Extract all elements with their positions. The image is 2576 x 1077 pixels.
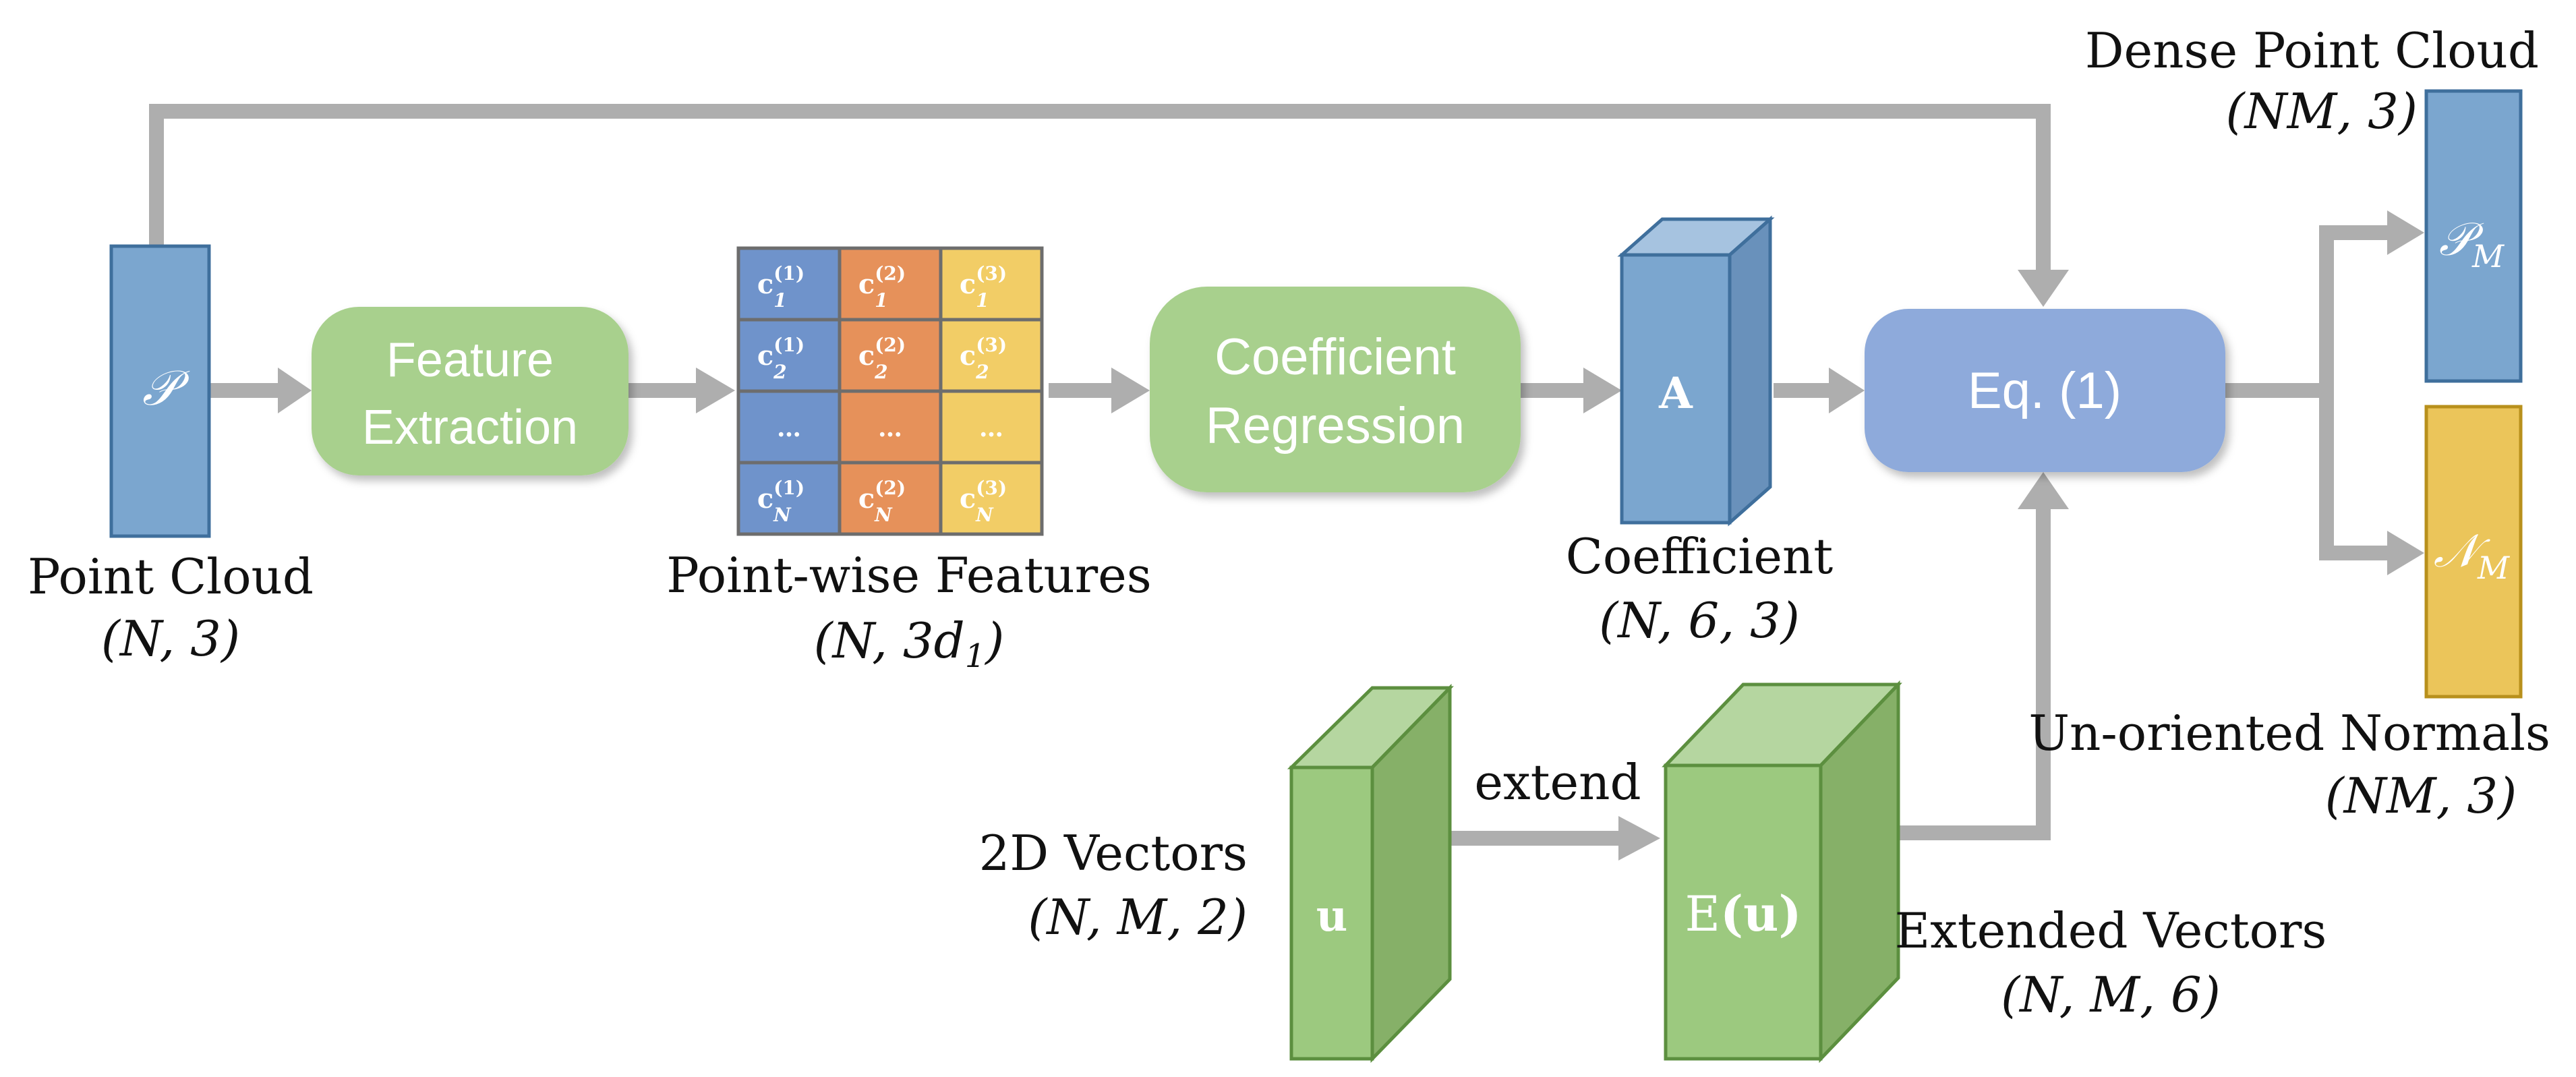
unoriented-normals-label: Un-oriented Normals xyxy=(2028,705,2550,761)
coefficient-block: A xyxy=(1617,215,1775,527)
unoriented-normals-dim: (NM, 3) xyxy=(2325,767,2517,824)
feature-cell xyxy=(838,318,943,393)
unoriented-normals-symbol: 𝒩M xyxy=(2434,525,2511,586)
extended-vectors-label: Extended Vectors xyxy=(1895,902,2327,959)
arrow-fe-to-features xyxy=(627,383,701,398)
branch-to-nm xyxy=(2319,390,2407,560)
coefficient-label: Coefficient xyxy=(1566,528,1834,585)
dense-point-cloud-block: 𝒫M xyxy=(2424,89,2523,383)
bypass-arrowhead xyxy=(2018,270,2069,307)
arrowhead-to-pm xyxy=(2387,210,2424,255)
equation-label: Eq. (1) xyxy=(1968,362,2121,419)
arrow-u-to-eu xyxy=(1450,831,1625,846)
vectors-2d-dim: (N, M, 2) xyxy=(1028,889,1248,945)
feature-cell xyxy=(736,318,842,393)
coefficient-regression-box xyxy=(1150,287,1521,492)
coefficient-regression-line2: Regression xyxy=(1206,397,1465,455)
line-eu-to-eq xyxy=(1892,499,2051,840)
feature-cell-label: c(3)2 xyxy=(960,334,1007,383)
feature-cell-label: c(1)1 xyxy=(757,262,804,312)
point-cloud-block: 𝒫 xyxy=(109,244,211,538)
extended-vectors-dim: (N, M, 6) xyxy=(2001,966,2221,1023)
vectors-2d-symbol: u xyxy=(1316,891,1348,941)
extended-vectors-symbol: E(u) xyxy=(1685,885,1801,942)
feature-cell-label: … xyxy=(878,414,902,442)
arrow-a-to-eq xyxy=(1774,383,1834,398)
arrow-p-to-fe xyxy=(209,383,283,398)
dense-point-cloud-label: Dense Point Cloud xyxy=(2085,22,2539,79)
coefficient-dim: (N, 6, 3) xyxy=(1599,592,1800,649)
feature-cell xyxy=(939,246,1044,322)
feature-extraction-line1: Feature xyxy=(386,333,554,387)
arrowhead-cr-to-a xyxy=(1583,368,1622,413)
arrowhead-u-to-eu xyxy=(1618,816,1660,861)
point-wise-features-dim: (N, 3d1) xyxy=(814,612,1005,675)
dense-point-cloud-dim: (NM, 3) xyxy=(2226,83,2418,140)
coefficient-regression-line1: Coefficient xyxy=(1214,328,1456,386)
feature-cell xyxy=(939,318,1044,393)
feature-extraction-line2: Extraction xyxy=(362,401,578,455)
feature-cell-label: … xyxy=(777,414,801,442)
arrowhead-to-nm xyxy=(2387,531,2424,575)
arrowhead-fe-to-features xyxy=(696,368,735,413)
feature-cell-label: c(2)N xyxy=(858,477,906,526)
feature-cell-label: c(1)N xyxy=(757,477,804,526)
feature-cell-label: c(3)1 xyxy=(960,262,1007,312)
point-cloud-label: Point Cloud xyxy=(28,548,314,605)
feature-cell xyxy=(838,461,943,536)
feature-grid: c(1)1 c(2)1 c(3)1 c(1)2 c(2)2 c(3)2 … … … c(1)N c(… xyxy=(736,246,1044,536)
arrow-features-to-cr xyxy=(1049,383,1116,398)
feature-cell-label: … xyxy=(979,414,1003,442)
vectors-2d-block: u xyxy=(1287,683,1454,1064)
dense-point-cloud-symbol: 𝒫M xyxy=(2439,213,2505,274)
connectors xyxy=(149,104,2424,861)
feature-cell-label: c(2)2 xyxy=(858,334,906,383)
vectors-2d-label: 2D Vectors xyxy=(979,825,1248,881)
extended-vectors-block: E(u) xyxy=(1662,680,1902,1064)
point-wise-features-label: Point-wise Features xyxy=(666,547,1151,604)
arrowhead-a-to-eq xyxy=(1829,368,1865,413)
feature-cell xyxy=(838,246,943,322)
point-cloud-dim: (N, 3) xyxy=(101,610,240,667)
feature-cell-label: c(1)2 xyxy=(757,334,804,383)
feature-cell xyxy=(939,461,1044,536)
feature-cell-label: c(2)1 xyxy=(858,262,906,312)
arrow-eq-out xyxy=(2225,383,2326,398)
arrow-cr-to-a xyxy=(1521,383,1588,398)
equation-box xyxy=(1865,309,2225,472)
extend-label: extend xyxy=(1474,754,1641,811)
branch-to-pm xyxy=(2319,225,2407,390)
feature-cell-label: c(3)N xyxy=(960,477,1007,526)
unoriented-normals-block: 𝒩M xyxy=(2424,405,2523,699)
arrowhead-eu-to-eq xyxy=(2018,472,2069,509)
arrowhead-features-to-cr xyxy=(1111,368,1150,413)
arrowhead-p-to-fe xyxy=(278,368,312,413)
feature-extraction-box xyxy=(312,307,628,475)
bypass-line xyxy=(149,104,2051,283)
coefficient-symbol: A xyxy=(1658,368,1693,419)
